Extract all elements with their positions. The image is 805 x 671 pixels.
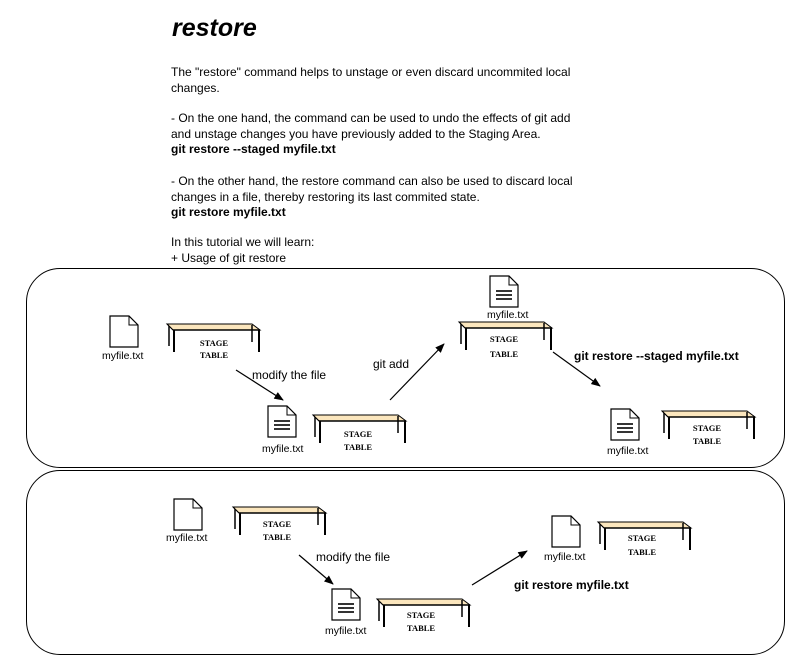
diagram-panel-restore [26,470,785,655]
stage-table-label: TABLE [263,532,292,542]
stage-table-label: TABLE [407,623,436,633]
intro-paragraph-1: The "restore" command helps to unstage o… [171,65,631,96]
stage-table-label: STAGE [200,338,229,348]
stage-table-label: TABLE [490,349,519,359]
file-icon-staged [489,275,519,308]
file-icon-modified [267,405,297,438]
arrow-label-restore-staged: git restore --staged myfile.txt [574,349,739,363]
arrow-git-add [389,343,445,401]
intro-paragraph-3: - On the other hand, the restore command… [171,174,631,221]
arrow-label-restore: git restore myfile.txt [514,578,629,592]
file-icon-modified [610,408,640,441]
stage-table-label: STAGE [490,334,519,344]
page-title: restore [172,14,257,42]
intro-text: changes. [171,80,220,95]
stage-table-label: STAGE [344,429,373,439]
arrow-restore [471,550,528,586]
intro-paragraph-4: In this tutorial we will learn: + Usage … [171,235,631,266]
file-label: myfile.txt [607,445,649,457]
intro-text: changes in a file, thereby restoring its… [171,189,480,204]
arrow-modify [235,369,284,401]
stage-table-label: STAGE [693,423,722,433]
file-icon-unmodified [551,515,581,548]
arrow-label-modify: modify the file [316,550,391,564]
stage-table-label: STAGE [263,519,292,529]
file-icon-unmodified [109,315,139,348]
file-label: myfile.txt [102,350,144,362]
stage-table-label: TABLE [628,547,657,557]
file-icon-modified [331,588,361,621]
intro-paragraph-2: - On the one hand, the command can be us… [171,111,631,158]
intro-text: In this tutorial we will learn: [171,235,315,249]
intro-text: and unstage changes you have previously … [171,126,541,141]
stage-table-label: STAGE [407,610,436,620]
file-label: myfile.txt [544,551,586,563]
stage-table-label: STAGE [628,533,657,543]
command-staged: git restore --staged myfile.txt [171,142,336,156]
stage-table-label: TABLE [344,442,373,452]
arrow-restore-staged [552,351,601,387]
file-label: myfile.txt [487,309,529,321]
command-restore: git restore myfile.txt [171,205,286,219]
arrow-modify [298,554,334,585]
file-label: myfile.txt [325,625,367,637]
intro-text: - On the one hand, the command can be us… [171,111,571,125]
file-label: myfile.txt [262,443,304,455]
file-icon-unmodified [173,498,203,531]
intro-text: + Usage of git restore [171,250,287,265]
stage-table-label: TABLE [693,436,722,446]
intro-text: The "restore" command helps to unstage o… [171,65,571,79]
file-label: myfile.txt [166,532,208,544]
stage-table-label: TABLE [200,350,229,360]
arrow-label-modify: modify the file [252,368,327,382]
intro-text: - On the other hand, the restore command… [171,174,573,188]
arrow-label-git-add: git add [373,357,410,371]
